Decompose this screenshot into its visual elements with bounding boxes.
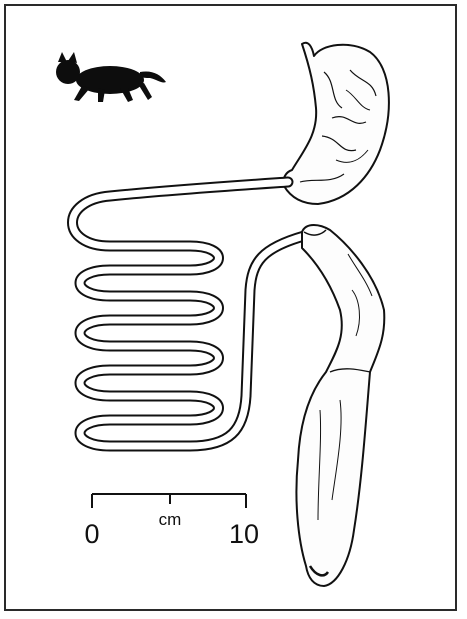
large-intestine-illustration [296, 225, 384, 586]
scale-bar-max-label: 10 [229, 519, 259, 549]
scale-bar-unit-label: cm [159, 510, 182, 529]
scale-bar [92, 494, 246, 508]
scale-bar-min-label: 0 [84, 519, 99, 549]
stomach-illustration [283, 43, 388, 204]
cat-silhouette-icon [56, 52, 166, 102]
small-intestine-illustration [73, 182, 305, 446]
